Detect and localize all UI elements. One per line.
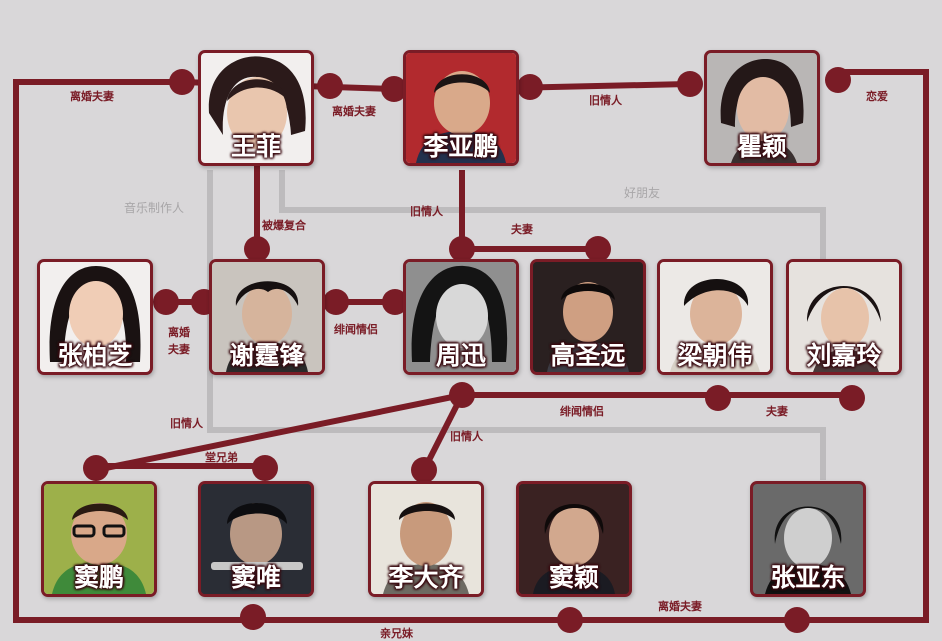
portrait-icon (371, 484, 481, 594)
person-douying[interactable]: 窦颖 (516, 481, 632, 597)
person-name: 李大齐 (388, 563, 464, 592)
relation-label: 离婚夫妻 (332, 104, 376, 118)
person-wangfei[interactable]: 王菲 (198, 50, 314, 166)
relation-label: 离婚夫妻 (658, 599, 702, 613)
portrait-icon (753, 484, 863, 594)
portrait-icon (201, 484, 311, 594)
person-douwei[interactable]: 窦唯 (198, 481, 314, 597)
person-liangchaowei[interactable]: 梁朝伟 (657, 259, 773, 375)
portrait-icon (533, 262, 643, 372)
person-zhangbozhi[interactable]: 张柏芝 (37, 259, 153, 375)
person-name: 高圣远 (550, 341, 626, 370)
relation-label: 绯闻情侣 (560, 404, 604, 418)
relation-label: 亲兄妹 (380, 626, 414, 640)
relation-label: 被爆复合 (262, 218, 307, 232)
person-doupeng[interactable]: 窦鹏 (41, 481, 157, 597)
person-name: 王菲 (230, 132, 281, 161)
relation-label: 离婚夫妻 (70, 89, 114, 103)
person-zhangyadong[interactable]: 张亚东 (750, 481, 866, 597)
person-name: 张柏芝 (57, 341, 133, 370)
portrait-icon (208, 56, 306, 149)
relation-label: 夫妻 (766, 404, 788, 418)
relation-label: 离婚 (168, 325, 190, 339)
person-name: 李亚鹏 (423, 132, 499, 161)
portrait-icon (44, 484, 154, 594)
portrait-icon (49, 266, 141, 362)
relation-label: 旧情人 (410, 204, 444, 218)
person-name: 瞿颖 (736, 132, 787, 161)
connector-dots (83, 67, 865, 633)
person-name: 张亚东 (770, 563, 846, 592)
person-liyapeng[interactable]: 李亚鹏 (403, 50, 519, 166)
portrait-icon (720, 59, 804, 163)
person-name: 窦唯 (230, 563, 281, 592)
person-liujialing[interactable]: 刘嘉玲 (786, 259, 902, 375)
relation-labels: 离婚夫妻 离婚夫妻 旧情人 恋爱 音乐制作人 好朋友 被爆复合 旧情人 夫妻 离… (70, 89, 888, 640)
portrait-icon (660, 262, 770, 372)
person-xietingfeng[interactable]: 谢霆锋 (209, 259, 325, 375)
portrait-icon (406, 53, 516, 163)
person-gaoshengyuan[interactable]: 高圣远 (530, 259, 646, 375)
person-lidaqi[interactable]: 李大齐 (368, 481, 484, 597)
relation-label: 旧情人 (170, 416, 204, 430)
portrait-icon (212, 262, 322, 372)
relation-label: 恋爱 (866, 89, 888, 103)
person-name: 谢霆锋 (229, 341, 305, 370)
relation-label: 夫妻 (168, 342, 190, 356)
relation-label: 好朋友 (624, 186, 660, 200)
person-name: 窦颖 (548, 563, 599, 592)
person-name: 刘嘉玲 (806, 341, 882, 370)
person-zhouxun[interactable]: 周迅 (403, 259, 519, 375)
relation-label: 音乐制作人 (124, 200, 184, 215)
person-name: 梁朝伟 (677, 341, 753, 370)
relation-label: 堂兄弟 (205, 450, 238, 464)
portrait-icon (789, 262, 899, 372)
portrait-icon (406, 262, 516, 372)
relation-label: 旧情人 (450, 429, 484, 443)
relation-label: 旧情人 (589, 93, 623, 107)
relation-label: 绯闻情侣 (334, 322, 378, 336)
person-name: 窦鹏 (73, 563, 124, 592)
person-quying[interactable]: 瞿颖 (704, 50, 820, 166)
portrait-icon (519, 484, 629, 594)
relation-label: 夫妻 (511, 222, 533, 236)
person-name: 周迅 (435, 341, 486, 370)
